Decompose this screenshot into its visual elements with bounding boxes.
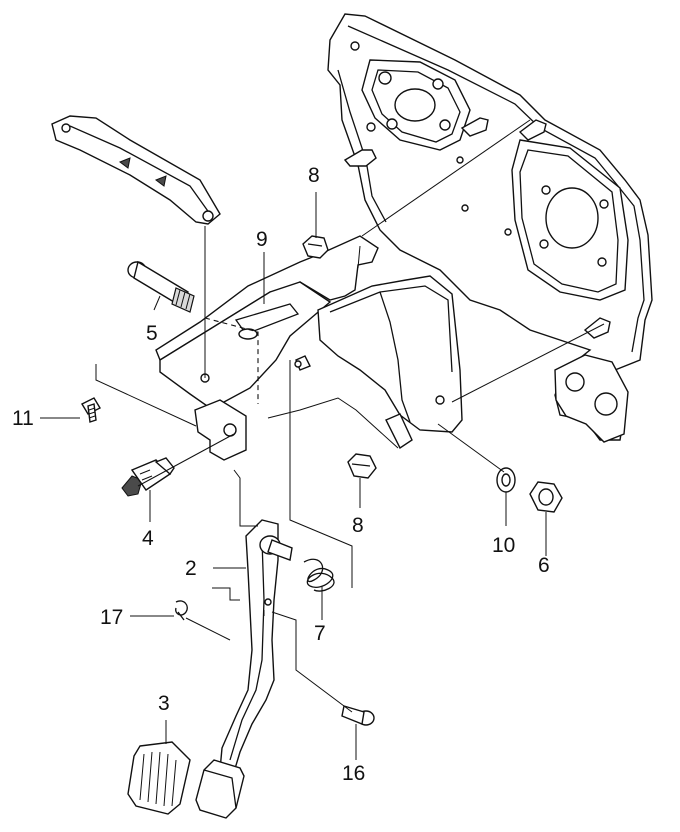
pin-bolt <box>341 705 375 726</box>
washer <box>496 467 516 493</box>
stay-bracket <box>51 115 221 225</box>
callout-16: 16 <box>342 762 365 785</box>
leader-lines <box>40 192 547 760</box>
brake-pedal-arm <box>195 519 293 819</box>
flange-bolt <box>81 397 101 423</box>
hex-nut <box>529 481 563 513</box>
pedal-bracket <box>155 235 463 461</box>
dash-panel <box>327 13 653 443</box>
callout-10: 10 <box>492 534 515 557</box>
callouts: 8 9 5 11 4 8 10 6 2 17 7 3 16 <box>12 164 550 785</box>
callout-4: 4 <box>142 527 154 550</box>
nut-lower <box>347 453 377 479</box>
stop-lamp-switch <box>121 457 175 497</box>
assembly-lines <box>95 119 605 713</box>
callout-3: 3 <box>158 692 170 715</box>
callout-2: 2 <box>185 557 197 580</box>
nut-upper <box>302 235 329 259</box>
callout-7: 7 <box>314 622 326 645</box>
return-spring <box>303 558 335 592</box>
callout-17: 17 <box>100 606 123 629</box>
callout-5: 5 <box>146 322 158 345</box>
callout-11: 11 <box>12 407 34 430</box>
pedal-pad-rubber <box>127 741 191 815</box>
callout-6: 6 <box>538 554 550 577</box>
callout-8-upper: 8 <box>308 164 320 187</box>
callout-8-lower: 8 <box>352 514 364 537</box>
pivot-bolt <box>127 260 195 313</box>
callout-9: 9 <box>256 228 268 251</box>
retaining-clip <box>175 600 188 621</box>
